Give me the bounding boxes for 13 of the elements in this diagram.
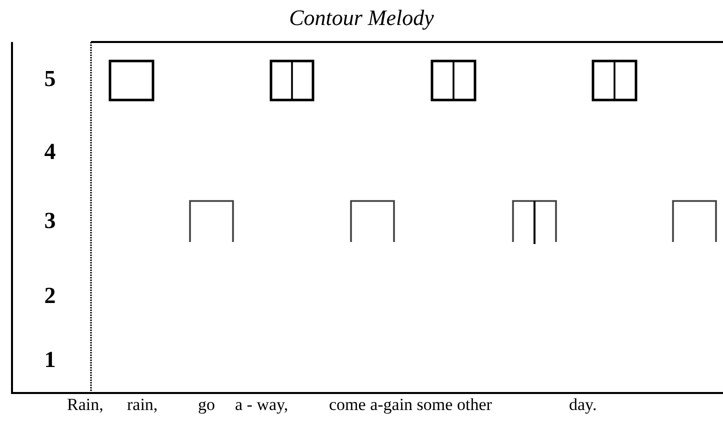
lyric-word: come a-gain some bbox=[329, 396, 453, 413]
pitch-level-number: 4 bbox=[43, 140, 57, 163]
lyric-word: day. bbox=[569, 396, 597, 413]
pitch-level-number: 2 bbox=[43, 284, 57, 307]
lyric-word: a - way, bbox=[235, 396, 288, 413]
lyric-word: go bbox=[198, 396, 215, 413]
pitch-level-number: 3 bbox=[43, 209, 57, 232]
lyric-word: Rain, bbox=[67, 396, 104, 413]
lyric-word: other bbox=[457, 396, 492, 413]
chart-title: Contour Melody bbox=[288, 7, 435, 29]
pitch-level-number: 5 bbox=[43, 67, 57, 90]
lyric-word: rain, bbox=[127, 396, 158, 413]
pitch-level-number: 1 bbox=[43, 348, 57, 371]
